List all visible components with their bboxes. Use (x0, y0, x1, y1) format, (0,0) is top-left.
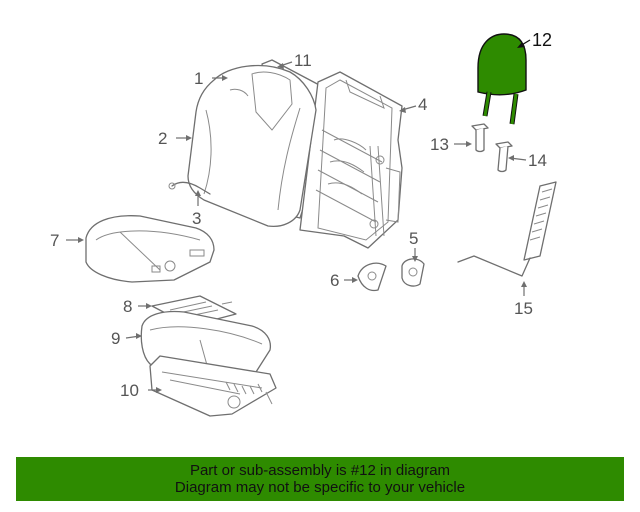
part-14-guide[interactable] (495, 141, 513, 173)
part-1-back-cover[interactable] (187, 64, 317, 228)
callout-4: 4 (418, 95, 427, 114)
callout-14: 14 (528, 151, 547, 170)
seat-parts-diagram: 1 2 3 4 5 6 7 8 9 10 11 12 13 14 15 (50, 30, 557, 417)
banner-line-2: Diagram may not be specific to your vehi… (174, 479, 466, 496)
callout-7: 7 (50, 231, 59, 250)
callout-5: 5 (409, 229, 418, 248)
part-6-clip[interactable] (357, 262, 387, 292)
callout-8: 8 (123, 297, 132, 316)
part-5-clip[interactable] (401, 258, 425, 287)
callout-11: 11 (294, 51, 312, 70)
part-10-base[interactable] (149, 355, 277, 417)
part-3-harness[interactable] (168, 181, 211, 195)
callout-9: 9 (111, 329, 120, 348)
info-banner: Part or sub-assembly is #12 in diagram D… (16, 457, 624, 501)
callout-12: 12 (532, 30, 552, 50)
part-15-rod[interactable] (457, 181, 557, 277)
part-7-cushion-cover[interactable] (85, 215, 215, 283)
callout-15: 15 (514, 299, 533, 318)
callout-10: 10 (120, 381, 139, 400)
callout-6: 6 (330, 271, 339, 290)
banner-line-1: Part or sub-assembly is #12 in diagram (189, 462, 451, 479)
callout-labels: 1 2 3 4 5 6 7 8 9 10 11 12 13 14 15 (50, 30, 552, 400)
part-13-guide[interactable] (471, 123, 489, 153)
part-4-frame[interactable] (299, 71, 403, 249)
callout-13: 13 (430, 135, 449, 154)
callout-3: 3 (192, 209, 201, 228)
leader-lines (66, 39, 531, 393)
callout-1: 1 (194, 69, 203, 88)
callout-2: 2 (158, 129, 167, 148)
